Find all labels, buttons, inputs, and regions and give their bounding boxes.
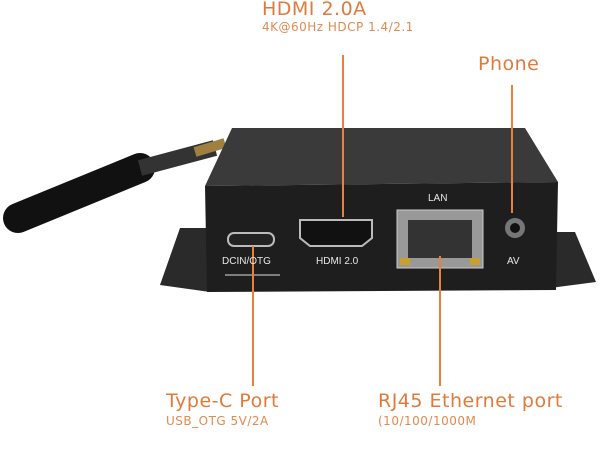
dcin-label: DCIN/OTG (222, 256, 271, 267)
typec-subtitle: USB_OTG 5V/2A (166, 414, 269, 428)
hdmi-port (299, 219, 373, 247)
phone-callout-line (511, 85, 513, 213)
right-flange (550, 232, 596, 288)
rj45-subtitle: (10/100/1000M (378, 414, 477, 428)
hdmi-title: HDMI 2.0A (262, 0, 367, 20)
left-flange (160, 228, 210, 292)
usb-c-port (227, 232, 275, 247)
antenna (3, 138, 227, 233)
device-top (205, 128, 558, 186)
rj45-title: RJ45 Ethernet port (378, 390, 563, 412)
typec-title: Type-C Port (166, 390, 279, 412)
hdmi-port-label: HDMI 2.0 (316, 256, 359, 267)
lan-label: LAN (428, 193, 448, 204)
hdmi-callout-line (342, 55, 344, 217)
rj45-callout-line (439, 256, 441, 386)
hdmi-subtitle: 4K@60Hz HDCP 1.4/2.1 (262, 20, 414, 34)
typec-callout-line (252, 246, 254, 386)
av-label: AV (507, 256, 520, 267)
phone-title: Phone (478, 53, 540, 75)
